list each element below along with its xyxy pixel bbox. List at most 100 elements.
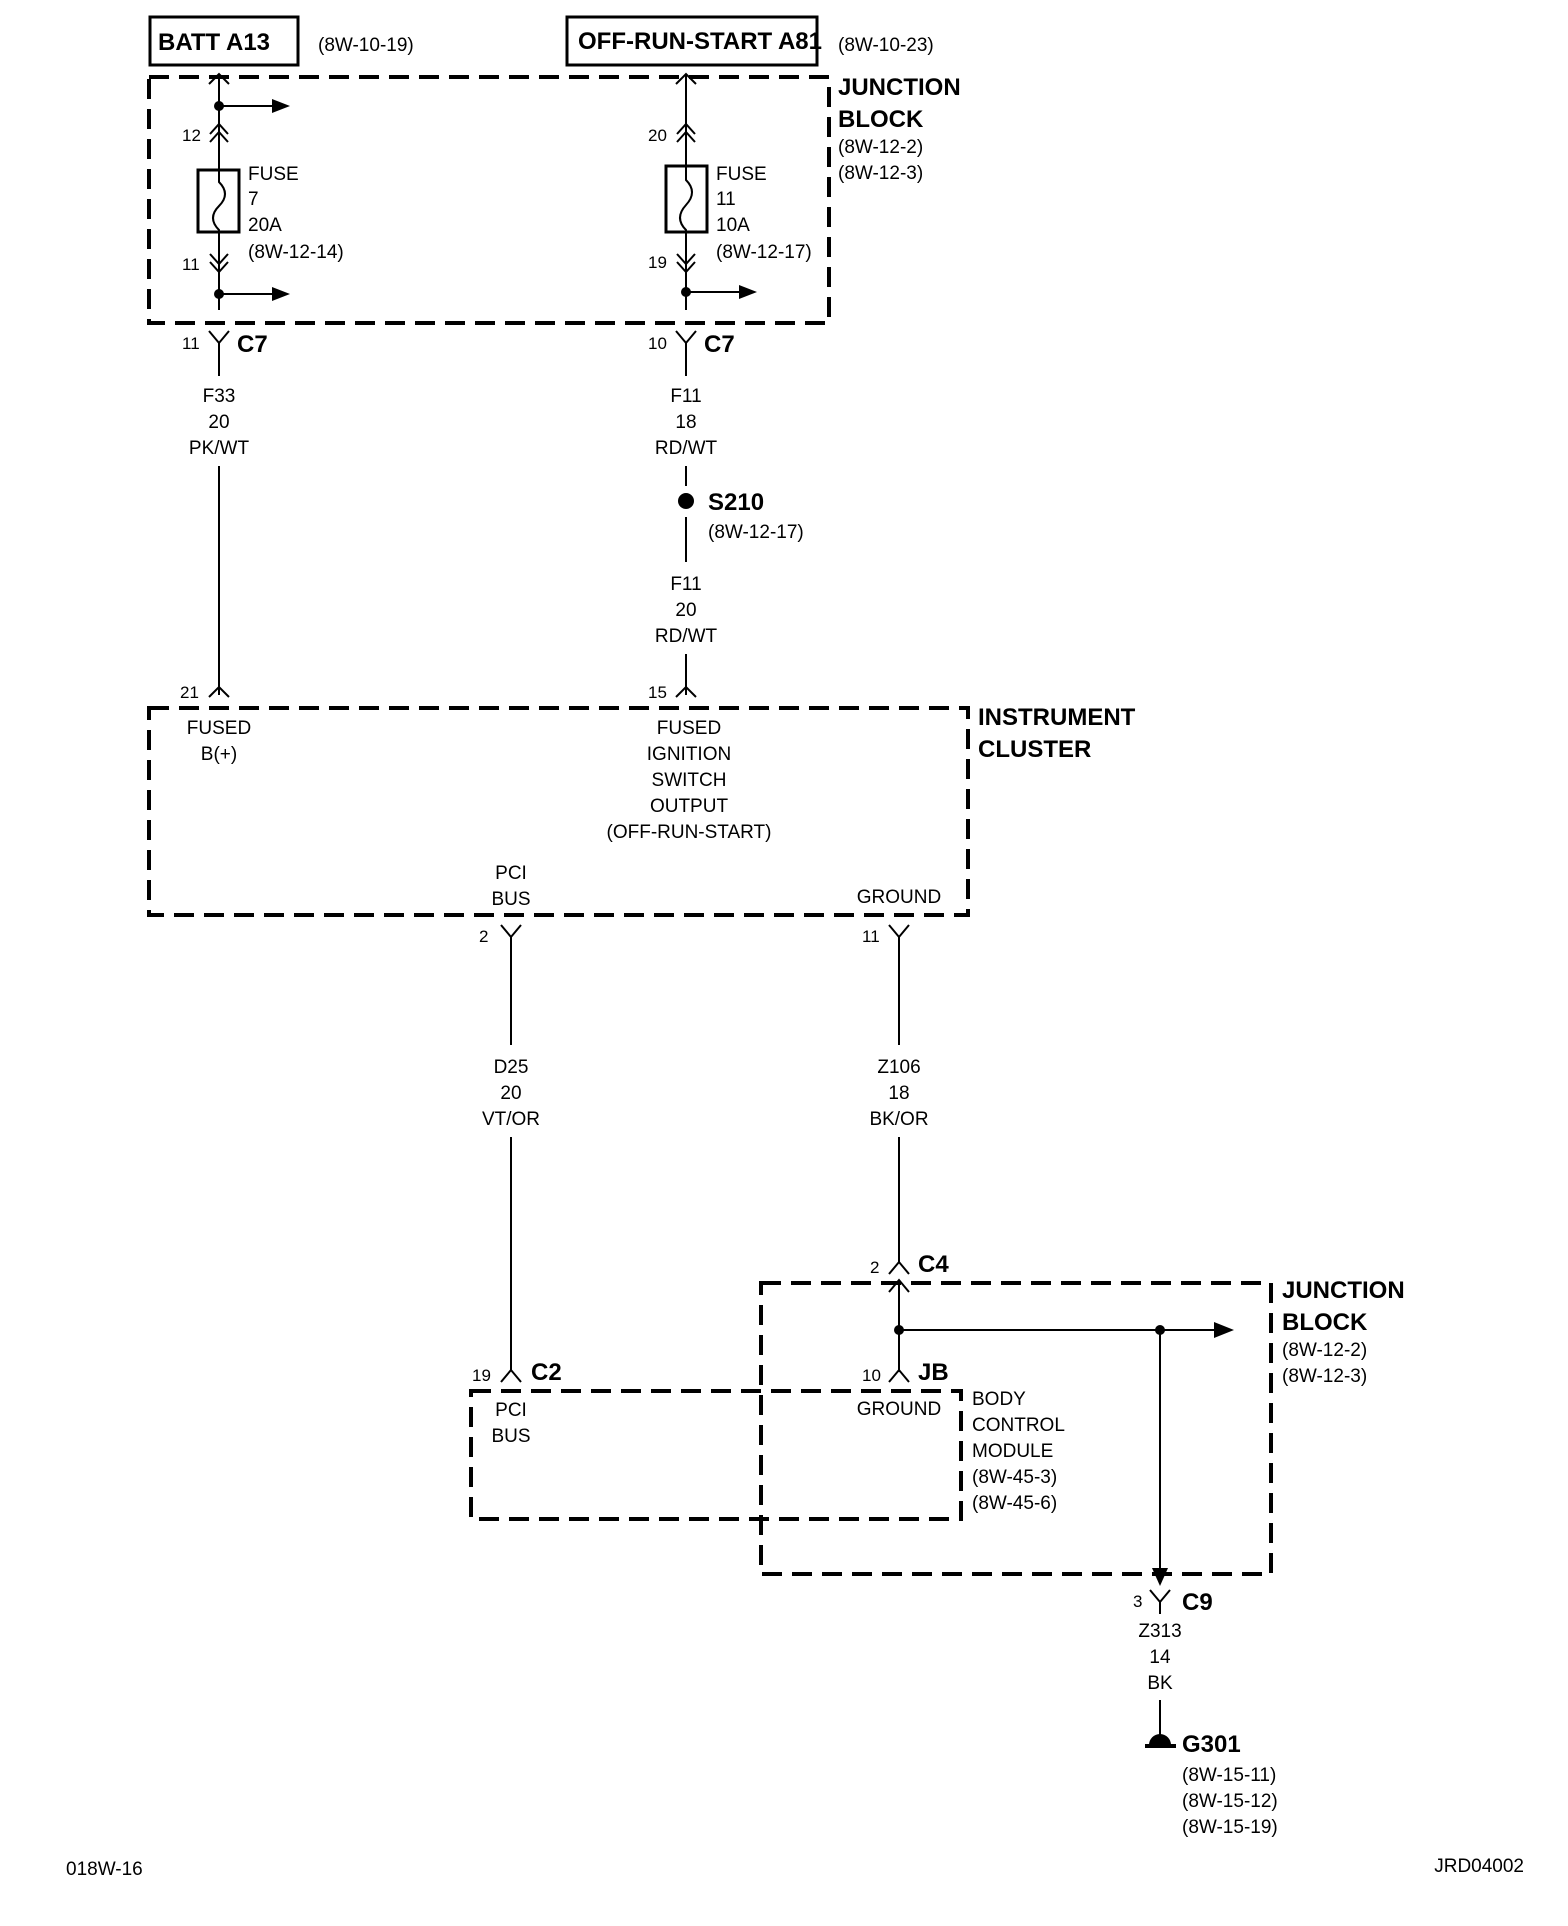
junction-block-top-ref-2: (8W-12-3) [838, 163, 923, 184]
wire-f11-lower-color: RD/WT [655, 626, 718, 647]
ic-pci-line-2: BUS [491, 889, 530, 910]
ic-pin-21-connector [208, 685, 230, 698]
c4-pin: 2 [870, 1258, 879, 1277]
c4-name: C4 [918, 1251, 949, 1278]
ic-pin-11: 11 [862, 927, 880, 946]
fuse-11-pin-in: 20 [648, 126, 667, 145]
bcm-title-3: MODULE [972, 1441, 1053, 1462]
wire-f33-color: PK/WT [189, 438, 250, 459]
fuse-7-ref: (8W-12-14) [248, 242, 344, 263]
ic-ign-line-5: (OFF-RUN-START) [607, 822, 772, 843]
bcm-ref-1: (8W-45-3) [972, 1467, 1057, 1488]
fuse-7-number: 7 [248, 189, 259, 210]
batt-source-ref: (8W-10-19) [318, 35, 414, 56]
splice-s210-name: S210 [708, 489, 764, 516]
wire-d25-color: VT/OR [482, 1109, 540, 1130]
wire-f11-upper-color: RD/WT [655, 438, 718, 459]
c7-left-connector [208, 330, 230, 345]
bcm-ground: GROUND [857, 1399, 941, 1420]
fuse-7-label: FUSE [248, 164, 299, 185]
c9-pin: 3 [1133, 1592, 1142, 1611]
instrument-cluster-title-2: CLUSTER [978, 736, 1091, 763]
ic-pci-line-1: PCI [495, 863, 527, 884]
c7-right-connector [675, 330, 697, 345]
fuse-7-rating: 20A [248, 215, 282, 236]
c2-pin: 19 [472, 1366, 491, 1385]
bcm-pci-line-1: PCI [495, 1400, 527, 1421]
ic-pin-15: 15 [648, 683, 667, 702]
c9-name: C9 [1182, 1589, 1213, 1616]
ic-ign-line-3: SWITCH [652, 770, 727, 791]
fuse-11-ref: (8W-12-17) [716, 242, 812, 263]
ic-ign-line-1: FUSED [657, 718, 721, 739]
junction-block-bottom-title-2: BLOCK [1282, 1309, 1368, 1336]
batt-source-box [148, 15, 300, 67]
wire-d25-gauge: 20 [500, 1083, 521, 1104]
bcm-outline [469, 1389, 963, 1521]
fuse-7-branch [196, 72, 290, 310]
splice-s210-ref: (8W-12-17) [708, 522, 804, 543]
jb-name: JB [918, 1359, 949, 1386]
wire-f11-lower-gauge: 20 [675, 600, 696, 621]
footer-left-code: 018W-16 [66, 1859, 143, 1880]
wire-f33-gauge: 20 [208, 412, 229, 433]
wire-f33-circuit: F33 [203, 386, 236, 407]
ground-symbol [1145, 1734, 1176, 1748]
ground-g301-ref-3: (8W-15-19) [1182, 1817, 1278, 1838]
junction-block-top-outline [147, 75, 831, 325]
jb-connector [888, 1368, 910, 1383]
junction-block-bottom-ref-1: (8W-12-2) [1282, 1340, 1367, 1361]
junction-block-bottom-ref-2: (8W-12-3) [1282, 1366, 1367, 1387]
c7-right-pin: 10 [648, 334, 667, 353]
ic-pin-11-connector [888, 924, 910, 939]
ic-pin-2-connector [500, 924, 522, 939]
junction-block-bottom-outline [759, 1281, 1273, 1576]
bcm-ref-2: (8W-45-6) [972, 1493, 1057, 1514]
fuse-11-number: 11 [716, 189, 736, 210]
wire-z106-color: BK/OR [869, 1109, 928, 1130]
fuse-11-branch [664, 72, 757, 310]
wire-d25-circuit: D25 [494, 1057, 529, 1078]
ic-pin-15-connector [675, 685, 697, 698]
ignition-source-ref: (8W-10-23) [838, 35, 934, 56]
c7-right-name: C7 [704, 331, 735, 358]
wire-f11-upper-circuit: F11 [670, 386, 701, 407]
batt-source-label: BATT A13 [158, 29, 270, 56]
junction-block-top-title-1: JUNCTION [838, 74, 961, 101]
wire-f11-upper-gauge: 18 [675, 412, 696, 433]
c4-connector [888, 1260, 910, 1275]
ic-ign-line-2: IGNITION [647, 744, 731, 765]
c2-name: C2 [531, 1359, 562, 1386]
junction-block-bottom-title-1: JUNCTION [1282, 1277, 1405, 1304]
ic-pin-21: 21 [180, 683, 199, 702]
wire-z313-color: BK [1147, 1673, 1173, 1694]
bcm-pci-line-2: BUS [491, 1426, 530, 1447]
c9-connector [1149, 1589, 1171, 1604]
ic-fused-b-line-1: FUSED [187, 718, 251, 739]
instrument-cluster-outline [147, 706, 970, 917]
wire-f11-lower-circuit: F11 [670, 574, 701, 595]
fuse-7-pin-out: 11 [182, 255, 200, 274]
ic-ground: GROUND [857, 887, 941, 908]
ignition-source-label: OFF-RUN-START A81 [578, 28, 822, 55]
ground-g301-ref-1: (8W-15-11) [1182, 1765, 1276, 1786]
footer-right-code: JRD04002 [1434, 1856, 1524, 1877]
fuse-7-pin-in: 12 [182, 126, 201, 145]
c7-left-name: C7 [237, 331, 268, 358]
ic-pin-2: 2 [479, 927, 488, 946]
ignition-source-box [565, 15, 819, 67]
c2-connector [500, 1368, 522, 1383]
bcm-title-2: CONTROL [972, 1415, 1065, 1436]
splice-s210-dot [678, 493, 694, 509]
wire-z313-circuit: Z313 [1138, 1621, 1181, 1642]
wire-z106-gauge: 18 [888, 1083, 909, 1104]
ground-g301-ref-2: (8W-15-12) [1182, 1791, 1278, 1812]
jb-pin: 10 [862, 1366, 881, 1385]
junction-block-top-title-2: BLOCK [838, 106, 924, 133]
junction-block-ground-bus [888, 1278, 1234, 1586]
instrument-cluster-title-1: INSTRUMENT [978, 704, 1136, 731]
ic-ign-line-4: OUTPUT [650, 796, 729, 817]
fuse-11-rating: 10A [716, 215, 750, 236]
wire-z106-circuit: Z106 [877, 1057, 920, 1078]
